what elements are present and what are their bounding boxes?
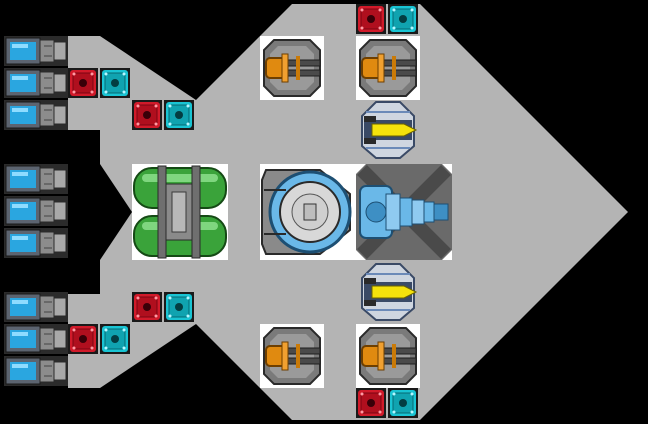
red-armor-block-1[interactable] [67,67,99,99]
reactor-core[interactable] [260,164,356,260]
cyan-armor-block-5[interactable] [387,3,419,35]
thruster-mid-3[interactable] [3,227,69,259]
thruster-bottom-1[interactable] [3,291,69,323]
thruster-top-1[interactable] [3,35,69,67]
cyan-armor-block-1[interactable] [99,67,131,99]
missile-launcher-top[interactable] [361,101,417,159]
thruster-top-2[interactable] [3,67,69,99]
plasma-cannon[interactable] [356,164,452,260]
hull-cutout [100,164,132,260]
gun-turret-3[interactable] [259,323,325,389]
red-armor-block-6[interactable] [355,387,387,419]
gun-turret-1[interactable] [259,35,325,101]
missile-launcher-bottom[interactable] [361,263,417,321]
cyan-armor-block-6[interactable] [387,387,419,419]
thruster-mid-2[interactable] [3,195,69,227]
thruster-mid-1[interactable] [3,163,69,195]
thruster-top-3[interactable] [3,99,69,131]
thruster-bottom-2[interactable] [3,323,69,355]
red-armor-block-4[interactable] [67,323,99,355]
cyan-armor-block-3[interactable] [163,291,195,323]
gun-turret-4[interactable] [355,323,421,389]
red-armor-block-2[interactable] [131,99,163,131]
fuel-tank[interactable] [132,164,228,260]
red-armor-block-5[interactable] [355,3,387,35]
red-armor-block-3[interactable] [131,291,163,323]
cyan-armor-block-2[interactable] [163,99,195,131]
thruster-bottom-3[interactable] [3,355,69,387]
cyan-armor-block-4[interactable] [99,323,131,355]
gun-turret-2[interactable] [355,35,421,101]
